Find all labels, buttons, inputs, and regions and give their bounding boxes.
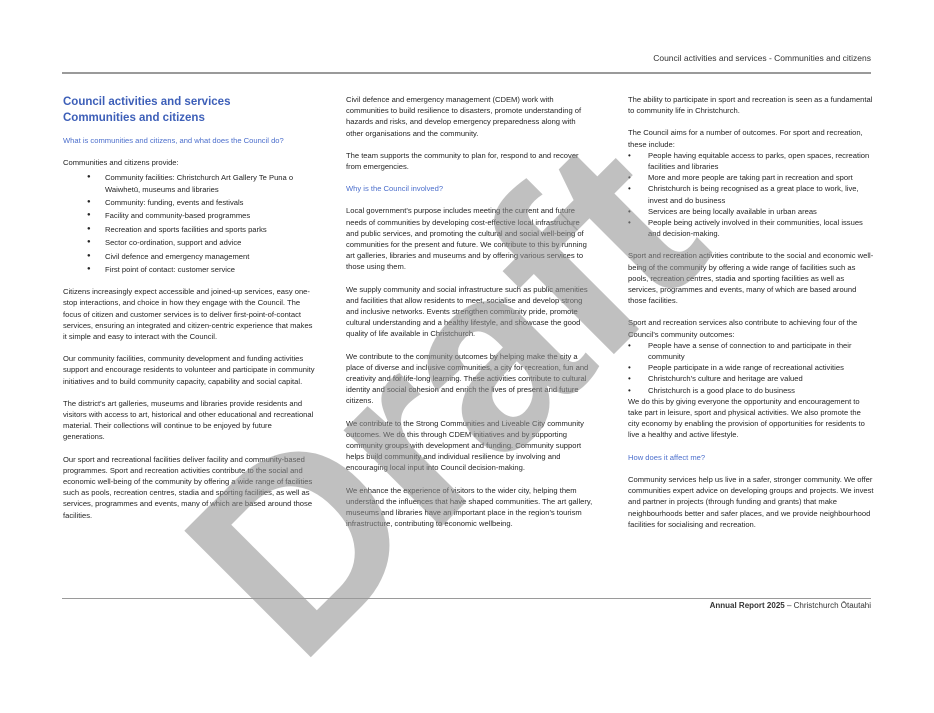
column-1: Council activities and services Communit… bbox=[63, 94, 315, 532]
section-heading-why: Why is the Council involved? bbox=[346, 184, 444, 194]
list-item: People having equitable access to parks,… bbox=[628, 150, 874, 172]
paragraph: The team supports the community to plan … bbox=[346, 150, 579, 172]
paragraph: We enhance the experience of visitors to… bbox=[346, 485, 593, 529]
list-item: First point of contact: customer service bbox=[87, 264, 315, 275]
section-heading-how: How does it affect me? bbox=[628, 452, 706, 462]
paragraph: Community services help us live in a saf… bbox=[628, 474, 874, 529]
paragraph: Our community facilities, community deve… bbox=[63, 354, 315, 386]
list-item: Christchurch is being recognised as a gr… bbox=[628, 183, 874, 205]
paragraph: Local government's purpose includes meet… bbox=[346, 206, 587, 272]
title-line-1: Council activities and services bbox=[63, 96, 231, 108]
footer-rule bbox=[62, 598, 871, 599]
page-title: Council activities and services Communit… bbox=[63, 94, 315, 126]
list-item: Recreation and sports facilities and spo… bbox=[87, 224, 315, 235]
list-item: Community facilities: Christchurch Art G… bbox=[87, 172, 315, 194]
paragraph: We supply community and social infrastru… bbox=[346, 284, 588, 339]
header-rule bbox=[62, 72, 871, 74]
paragraph: We contribute to the Strong Communities … bbox=[346, 418, 584, 473]
footer-city: – Christchurch Ōtautahi bbox=[784, 601, 871, 610]
running-header: Council activities and services - Commun… bbox=[653, 53, 871, 63]
list-item: More and more people are taking part in … bbox=[628, 172, 874, 183]
list-item: Services are being locally available in … bbox=[628, 206, 874, 217]
community-outcomes-list: People have a sense of connection to and… bbox=[628, 340, 874, 396]
paragraph: Sport and recreation activities contribu… bbox=[628, 251, 874, 306]
list-item: People participate in a wide range of re… bbox=[628, 362, 874, 373]
paragraph: We contribute to the community outcomes … bbox=[346, 351, 589, 406]
paragraph: Citizens increasingly expect accessible … bbox=[63, 287, 313, 341]
paragraph: The district's art galleries, museums an… bbox=[63, 398, 314, 442]
footer-report-title: Annual Report 2025 bbox=[709, 601, 785, 610]
paragraph: Sport and recreation services also contr… bbox=[628, 318, 858, 339]
list-item: Christchurch is a good place to do busin… bbox=[628, 385, 874, 396]
paragraph: The ability to participate in sport and … bbox=[628, 95, 873, 116]
paragraph: Civil defence and emergency management (… bbox=[346, 95, 582, 138]
list-item: Community: funding, events and festivals bbox=[87, 197, 315, 208]
list-item: People have a sense of connection to and… bbox=[628, 340, 874, 362]
outcomes-list: People having equitable access to parks,… bbox=[628, 150, 874, 240]
paragraph: The Council aims for a number of outcome… bbox=[628, 128, 863, 149]
intro-text: Communities and citizens provide: bbox=[63, 158, 179, 168]
section-heading-what: What is communities and citizens, and wh… bbox=[63, 136, 284, 145]
column-2: Civil defence and emergency management (… bbox=[346, 94, 594, 541]
list-item: Sector co-ordination, support and advice bbox=[87, 237, 315, 248]
services-list: Community facilities: Christchurch Art G… bbox=[63, 172, 315, 275]
footer-text: Annual Report 2025 – Christchurch Ōtauta… bbox=[710, 601, 871, 610]
paragraph: We do this by giving everyone the opport… bbox=[628, 396, 865, 440]
column-3: The ability to participate in sport and … bbox=[628, 94, 874, 541]
list-item: Civil defence and emergency management bbox=[87, 251, 315, 262]
paragraph: Our sport and recreational facilities de… bbox=[63, 454, 313, 520]
title-line-2: Communities and citizens bbox=[63, 112, 205, 124]
list-item: People being actively involved in their … bbox=[628, 217, 874, 239]
list-item: Christchurch's culture and heritage are … bbox=[628, 373, 874, 384]
list-item: Facility and community-based programmes bbox=[87, 210, 315, 221]
